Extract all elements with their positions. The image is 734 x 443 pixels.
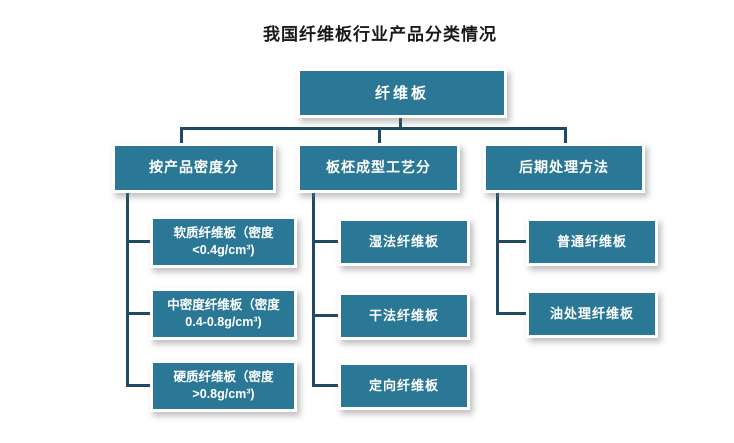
leaf-label-line1: 湿法纤维板 bbox=[368, 233, 439, 249]
branch-header-label: 板柸成型工艺分 bbox=[326, 159, 431, 176]
leaf-label-line1: 定向纤维板 bbox=[368, 377, 439, 393]
branch-header-label: 按产品密度分 bbox=[149, 159, 239, 176]
connector-horizontal bbox=[180, 127, 567, 130]
connector-branch-3-leaf-1 bbox=[496, 240, 528, 243]
connector-branch-1-leaf-2 bbox=[126, 312, 152, 315]
leaf-node-oriented-fiberboard: 定向纤维板 bbox=[338, 362, 470, 410]
root-node: 纤维板 bbox=[297, 68, 507, 118]
leaf-label-line2: 0.4-0.8g/cm³) bbox=[185, 315, 262, 329]
leaf-label-line1: 油处理纤维板 bbox=[549, 305, 634, 321]
branch-header-label: 后期处理方法 bbox=[519, 159, 609, 176]
connector-drop-branch-3 bbox=[564, 127, 567, 145]
leaf-node-soft-fiberboard: 软质纤维板（密度 <0.4g/cm³) bbox=[150, 216, 297, 268]
branch-header-forming-process: 板柸成型工艺分 bbox=[297, 143, 460, 193]
connector-root-stub bbox=[399, 116, 402, 129]
leaf-node-dry-process-fiberboard: 干法纤维板 bbox=[338, 292, 470, 340]
leaf-node-wet-process-fiberboard: 湿法纤维板 bbox=[338, 218, 470, 266]
connector-drop-branch-2 bbox=[378, 127, 381, 145]
connector-drop-branch-1 bbox=[180, 127, 183, 145]
root-node-label: 纤维板 bbox=[374, 84, 429, 102]
leaf-node-hard-fiberboard: 硬质纤维板（密度 >0.8g/cm³) bbox=[150, 360, 297, 412]
connector-branch-3-vertical bbox=[496, 193, 499, 315]
leaf-label-line1: 干法纤维板 bbox=[368, 307, 439, 323]
connector-branch-1-leaf-3 bbox=[126, 384, 152, 387]
leaf-node-oil-treated-fiberboard: 油处理纤维板 bbox=[526, 290, 658, 338]
leaf-label-line2: >0.8g/cm³) bbox=[192, 387, 255, 401]
leaf-label-line1: 硬质纤维板（密度 bbox=[173, 369, 274, 384]
branch-header-density: 按产品密度分 bbox=[112, 143, 276, 193]
connector-branch-1-leaf-1 bbox=[126, 240, 152, 243]
leaf-label-line2: <0.4g/cm³) bbox=[192, 243, 255, 257]
leaf-node-medium-density-fiberboard: 中密度纤维板（密度 0.4-0.8g/cm³) bbox=[150, 288, 297, 340]
leaf-label-line1: 中密度纤维板（密度 bbox=[167, 297, 280, 312]
connector-branch-2-leaf-2 bbox=[312, 314, 340, 317]
branch-header-post-processing: 后期处理方法 bbox=[483, 143, 645, 193]
chart-title: 我国纤维板行业产品分类情况 bbox=[263, 25, 497, 44]
connector-branch-2-leaf-3 bbox=[312, 384, 340, 387]
leaf-node-ordinary-fiberboard: 普通纤维板 bbox=[526, 218, 658, 266]
leaf-label-line1: 软质纤维板（密度 bbox=[173, 225, 274, 240]
connector-branch-1-vertical bbox=[126, 193, 129, 387]
connector-branch-2-leaf-1 bbox=[312, 240, 340, 243]
leaf-label-line1: 普通纤维板 bbox=[556, 233, 627, 249]
connector-branch-2-vertical bbox=[312, 193, 315, 387]
connector-branch-3-leaf-2 bbox=[496, 312, 528, 315]
